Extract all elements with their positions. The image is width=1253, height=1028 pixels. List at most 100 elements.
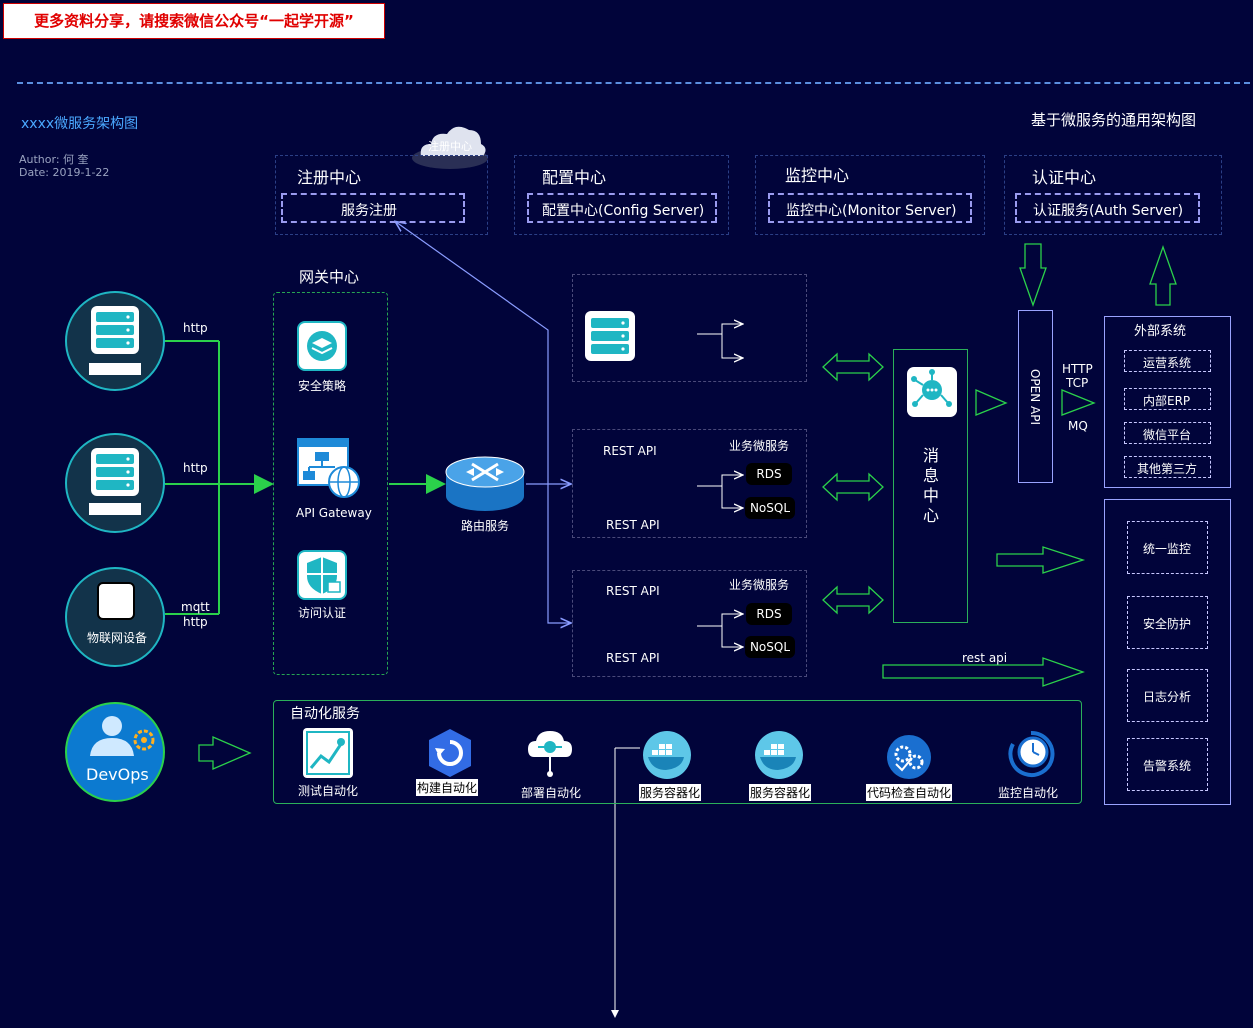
ops-item-security-label: 安全防护 — [1143, 617, 1192, 631]
monitor-server[interactable] — [768, 193, 972, 223]
ops-item-security[interactable] — [1127, 596, 1208, 649]
security-policy-icon[interactable] — [297, 321, 347, 371]
protocol-http-3: http — [183, 615, 208, 629]
message-center-label: 消息中心 — [922, 446, 939, 525]
config-server[interactable] — [527, 193, 717, 223]
build-automation-icon[interactable] — [425, 728, 475, 778]
iot-label: 物联网设备 — [87, 631, 148, 645]
auth-server-label: 认证服务(Auth Server) — [1033, 203, 1184, 219]
api-gateway-icon[interactable] — [297, 438, 361, 500]
deploy-automation-label: 部署自动化 — [521, 786, 582, 800]
external-up-arrow — [1149, 245, 1177, 306]
devops-icon — [82, 714, 158, 760]
main-title: 基于微服务的通用架构图 — [1031, 111, 1197, 129]
rds-store-2[interactable]: RDS — [746, 603, 792, 625]
msg-to-openapi-arrow — [975, 389, 1008, 416]
rest-api-bottom-1: REST API — [606, 518, 660, 532]
external-item-ops-label: 运营系统 — [1143, 356, 1192, 370]
external-systems-box — [1104, 316, 1231, 488]
openapi-to-external-arrow — [1061, 389, 1096, 416]
ops-systems-box — [1104, 499, 1231, 805]
monitor-server-label: 监控中心(Monitor Server) — [786, 203, 957, 219]
client-label-bar — [89, 363, 141, 375]
automation-title: 自动化服务 — [290, 706, 360, 722]
ops-item-monitor[interactable] — [1127, 521, 1208, 574]
external-item-ops[interactable] — [1124, 350, 1211, 372]
code-check-label: 代码检查自动化 — [866, 784, 953, 801]
access-auth-icon[interactable] — [297, 550, 347, 600]
service-box-2 — [572, 429, 807, 538]
external-item-third-party-label: 其他第三方 — [1137, 462, 1198, 476]
nosql-store-1[interactable]: NoSQL — [745, 497, 795, 519]
auth-center-box — [1004, 155, 1222, 235]
container-automation-label-2: 服务容器化 — [749, 784, 812, 801]
protocol-http-2: http — [183, 461, 208, 475]
rest-api-label: rest api — [962, 651, 1008, 665]
config-server-label: 配置中心(Config Server) — [542, 203, 705, 219]
date-text: Date: 2019-1-22 — [19, 166, 110, 179]
nosql-store-2[interactable]: NoSQL — [745, 636, 795, 658]
service-internal-connectors — [697, 324, 742, 647]
auth-down-arrow — [1019, 243, 1047, 307]
build-automation-label: 构建自动化 — [416, 779, 479, 796]
monitor-center-box — [755, 155, 985, 235]
ops-item-alert-label: 告警系统 — [1143, 759, 1192, 773]
code-check-icon[interactable] — [884, 734, 934, 780]
devops-label: DevOps — [86, 765, 149, 784]
service-box-1 — [572, 274, 807, 382]
message-center-box[interactable] — [893, 349, 968, 623]
api-gateway-label: API Gateway — [296, 506, 372, 520]
client-connectors — [165, 340, 446, 615]
top-divider — [17, 82, 1250, 84]
biz-service-label-1: 业务微服务 — [729, 439, 790, 453]
ops-item-logs[interactable] — [1127, 669, 1208, 722]
diagram-title: xxxx微服务架构图 — [21, 116, 139, 132]
server-icon — [91, 448, 139, 496]
cloud-label: 注册中心 — [428, 140, 472, 153]
mq-label: MQ — [1068, 419, 1088, 433]
ops-item-alert[interactable] — [1127, 738, 1208, 791]
external-item-wechat[interactable] — [1124, 422, 1211, 444]
registry-center-box — [275, 155, 488, 235]
protocol-http-1: http — [183, 321, 208, 335]
router-connectors — [396, 222, 570, 623]
promo-banner: 更多资料分享，请搜索微信公众号“一起学开源” — [3, 3, 385, 39]
to-ops-arrow — [996, 546, 1086, 574]
biz-service-label-2: 业务微服务 — [729, 578, 790, 592]
external-systems-title: 外部系统 — [1134, 324, 1187, 339]
external-item-erp[interactable] — [1124, 388, 1211, 410]
monitor-automation-label: 监控自动化 — [998, 786, 1059, 800]
test-automation-label: 测试自动化 — [298, 784, 359, 798]
container-automation-label-1: 服务容器化 — [639, 784, 702, 801]
server-icon — [91, 306, 139, 354]
device-icon — [97, 582, 135, 620]
rest-api-arrow — [882, 657, 1085, 687]
monitor-automation-icon[interactable] — [1007, 730, 1055, 778]
test-automation-icon[interactable] — [303, 728, 353, 778]
auth-server[interactable] — [1015, 193, 1200, 223]
access-auth-label: 访问认证 — [298, 606, 347, 620]
external-item-wechat-label: 微信平台 — [1143, 428, 1192, 442]
docker-icon[interactable] — [754, 730, 804, 780]
config-center-title: 配置中心 — [542, 168, 607, 187]
config-center-box — [514, 155, 729, 235]
server-icon[interactable] — [585, 311, 635, 361]
router-icon[interactable] — [444, 454, 526, 514]
router-label: 路由服务 — [461, 519, 510, 533]
rds-store-1[interactable]: RDS — [746, 463, 792, 485]
automation-box — [273, 700, 1082, 804]
ops-item-logs-label: 日志分析 — [1143, 690, 1192, 704]
deploy-automation-icon[interactable] — [524, 727, 576, 779]
tcp-label: TCP — [1066, 376, 1089, 390]
docker-icon[interactable] — [642, 730, 692, 780]
external-item-third-party[interactable] — [1124, 456, 1211, 478]
rest-api-top-2: REST API — [606, 584, 660, 598]
devops-arrow — [198, 736, 252, 770]
open-api-box[interactable] — [1018, 310, 1053, 483]
service-registry[interactable] — [281, 193, 465, 223]
registry-center-title: 注册中心 — [297, 168, 362, 187]
ops-item-monitor-label: 统一监控 — [1143, 542, 1192, 556]
client-label-bar — [89, 503, 141, 515]
external-item-erp-label: 内部ERP — [1143, 394, 1191, 408]
